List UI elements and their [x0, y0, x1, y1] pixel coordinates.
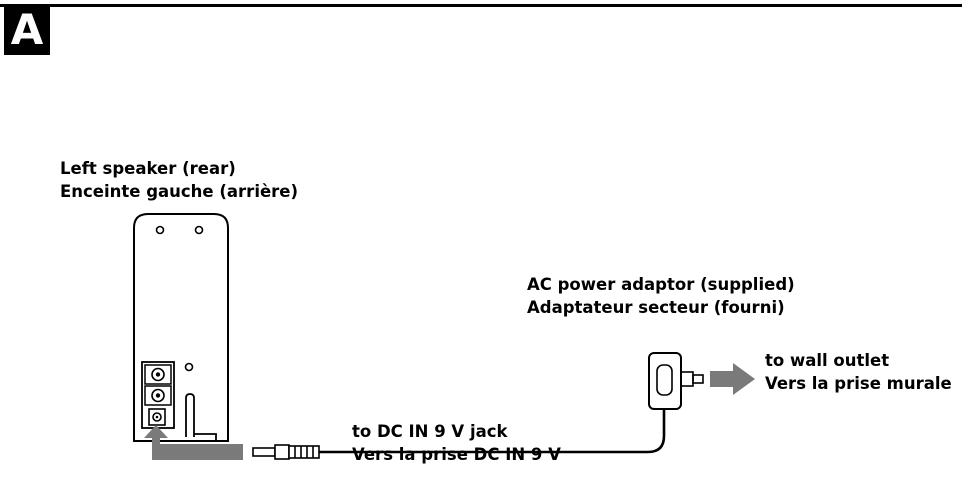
line-input-jack-bottom [151, 388, 165, 403]
speaker-stand [180, 393, 217, 442]
adaptor-label-en: AC power adaptor (supplied) [527, 275, 795, 294]
adaptor-prong [692, 374, 704, 384]
top-rule [0, 4, 962, 7]
wall-outlet-arrow [710, 363, 755, 395]
adaptor-body [648, 352, 682, 410]
outlet-label: to wall outlet Vers la prise murale [765, 349, 952, 395]
adaptor-window [656, 364, 673, 396]
power-cable [319, 408, 666, 454]
dc-in-jack [148, 408, 166, 426]
adaptor-label-fr: Adaptateur secteur (fourni) [527, 298, 785, 317]
speaker-outline [133, 213, 229, 442]
adaptor-label: AC power adaptor (supplied) Adaptateur s… [527, 273, 795, 319]
left-speaker [133, 213, 229, 442]
outlet-label-en: to wall outlet [765, 351, 890, 370]
connect-arrow-body [152, 444, 243, 460]
section-badge: A [4, 5, 50, 55]
speaker-mount-hole-left [155, 225, 165, 235]
dc-plug [252, 444, 320, 460]
jack-label-fr: Vers la prise DC IN 9 V [352, 445, 561, 464]
speaker-label-fr: Enceinte gauche (arrière) [60, 182, 299, 201]
speaker-label-en: Left speaker (rear) [60, 159, 236, 178]
jack-label: to DC IN 9 V jack Vers la prise DC IN 9 … [352, 420, 561, 466]
adaptor-prong-base [680, 371, 694, 387]
line-input-jack-top [151, 367, 165, 382]
speaker-label: Left speaker (rear) Enceinte gauche (arr… [60, 157, 298, 203]
jack-label-en: to DC IN 9 V jack [352, 422, 508, 441]
line-input-jack-top-frame [144, 364, 172, 385]
ac-adaptor [648, 352, 704, 410]
speaker-mount-hole-right [194, 225, 204, 235]
line-input-jack-bottom-frame [144, 385, 172, 406]
outlet-label-fr: Vers la prise murale [765, 374, 952, 393]
speaker-screw-hole [184, 362, 194, 372]
